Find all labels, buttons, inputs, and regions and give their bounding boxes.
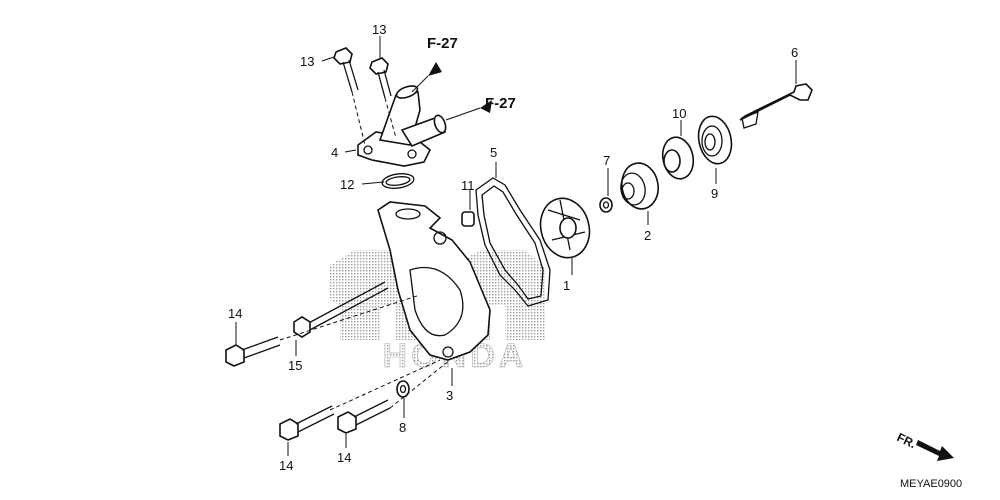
callout-14-upper: 14 [228,306,242,321]
callout-13-left: 13 [300,54,314,69]
front-marker-text: FR. [895,430,919,451]
callout-13-top: 13 [372,22,386,37]
part-9-ball-bearing [697,115,733,165]
part-6-pump-shaft [739,83,813,129]
part-15-stud-bolt [293,281,389,338]
part-5-gasket [475,177,551,307]
callout-14-center: 14 [337,450,351,465]
callout-7: 7 [603,153,610,168]
part-4-water-outlet-elbow [357,85,447,167]
leader-lines [235,36,797,456]
ref-label-right: F-27 [485,95,516,112]
part-7-washer [599,197,613,213]
callout-10: 10 [672,106,686,121]
callout-4: 4 [331,145,338,160]
front-arrow-icon [916,440,954,461]
part-2-mechanical-seal [620,162,659,210]
callout-2: 2 [644,228,651,243]
arrow-ref-right-icon [480,100,492,113]
callout-12: 12 [340,177,354,192]
front-direction-marker: FR. [895,430,954,461]
callout-9: 9 [711,186,718,201]
arrow-ref-top-icon [428,62,442,76]
part-14-bolt-left-lower [279,405,335,441]
callout-15: 15 [288,358,302,373]
callout-5: 5 [490,145,497,160]
callout-6: 6 [791,45,798,60]
part-12-o-ring [381,173,415,189]
part-14-bolt-center [337,399,391,434]
part-3-water-pump-cover [377,201,491,361]
part-13-bolt-left [333,47,359,93]
part-10-oil-seal [661,136,695,180]
callout-8: 8 [399,420,406,435]
diagram-code: MEYAE0900 [900,478,962,490]
part-14-bolt-left-upper [225,336,281,367]
part-11-dowel-pin [461,211,475,227]
callout-labels: 1 2 3 4 5 6 7 8 9 10 11 12 13 13 14 14 1… [228,22,798,473]
ref-label-top: F-27 [427,35,458,52]
callout-1: 1 [563,278,570,293]
callout-11: 11 [461,178,475,193]
part-13-bolt-right [369,57,392,99]
part-1-impeller [539,197,591,259]
callout-14-lower: 14 [279,458,293,473]
callout-3: 3 [446,388,453,403]
